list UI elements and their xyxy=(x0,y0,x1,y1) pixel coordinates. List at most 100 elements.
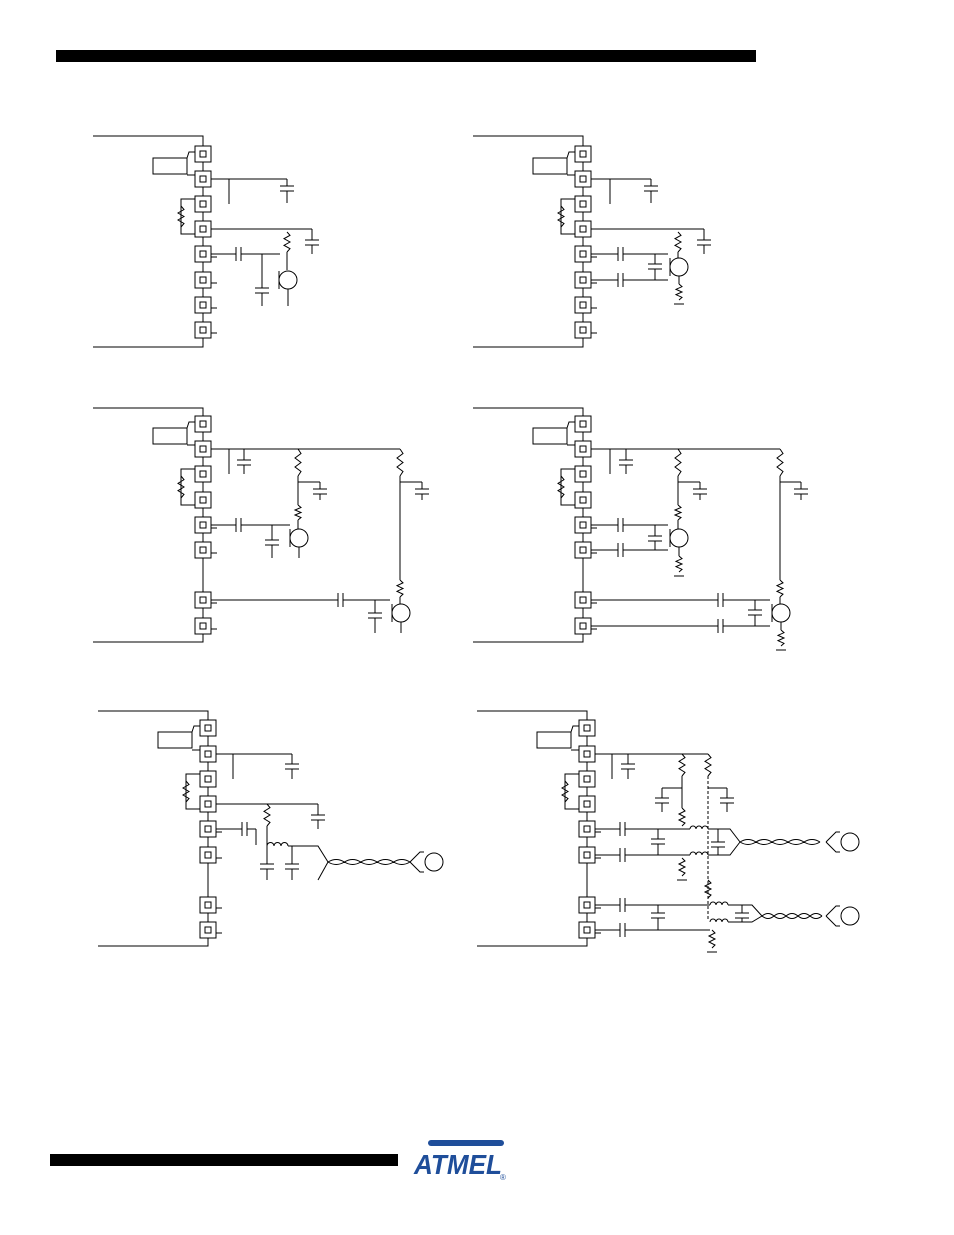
resistor xyxy=(264,804,270,826)
pin-box xyxy=(200,847,216,863)
pin-box xyxy=(195,416,211,432)
footer-rule xyxy=(50,1154,398,1166)
oscillator-box xyxy=(533,428,567,444)
resistor xyxy=(778,630,784,646)
atmel-logo: ATMEL ® xyxy=(410,1136,510,1184)
package-outline xyxy=(473,408,583,424)
circuit-4 xyxy=(473,408,808,650)
microphone-icon xyxy=(670,258,688,276)
pin-box xyxy=(195,492,211,508)
package-outline xyxy=(93,626,203,642)
package-outline xyxy=(473,330,583,347)
resistor xyxy=(397,449,403,476)
pin-box xyxy=(575,517,591,533)
pin-box xyxy=(575,416,591,432)
pin-box xyxy=(200,746,216,762)
oscillator-box xyxy=(533,158,567,174)
circuit-1 xyxy=(93,136,319,347)
pin-box xyxy=(195,246,211,262)
pin-box xyxy=(200,821,216,837)
pin-box xyxy=(579,746,595,762)
pin-box xyxy=(575,146,591,162)
pin-box xyxy=(195,322,211,338)
pin-box xyxy=(195,517,211,533)
resistor xyxy=(679,858,685,876)
circuit-3 xyxy=(93,408,429,642)
pin-box xyxy=(575,441,591,457)
wire xyxy=(306,846,328,862)
atmel-logo-mark: ATMEL ® xyxy=(413,1140,506,1182)
pin-box xyxy=(195,466,211,482)
plug xyxy=(826,916,840,926)
pin-box xyxy=(195,171,211,187)
pin-box xyxy=(579,897,595,913)
cable-strand xyxy=(328,862,410,865)
registered-mark: ® xyxy=(500,1173,506,1182)
pin-box xyxy=(575,221,591,237)
cable-strand xyxy=(762,916,822,919)
pin-box xyxy=(200,796,216,812)
resistor xyxy=(679,808,685,826)
pin-box xyxy=(195,196,211,212)
pin-box xyxy=(575,322,591,338)
pin-box xyxy=(575,171,591,187)
microphone-icon xyxy=(425,853,443,871)
package-outline xyxy=(93,330,203,347)
resistor xyxy=(709,930,715,948)
wire xyxy=(728,916,762,922)
pin-box xyxy=(575,466,591,482)
wire xyxy=(708,842,740,855)
resistor xyxy=(675,449,681,476)
pin-box xyxy=(575,492,591,508)
wire xyxy=(567,422,575,428)
pin-box xyxy=(195,618,211,634)
pin-box xyxy=(575,592,591,608)
pin-box xyxy=(200,720,216,736)
cable-strand xyxy=(762,914,822,917)
wire xyxy=(567,152,575,158)
microphone-icon xyxy=(772,604,790,622)
wire xyxy=(318,862,328,880)
resistor xyxy=(777,449,783,476)
wire xyxy=(192,726,200,732)
pin-box xyxy=(195,297,211,313)
package-outline xyxy=(98,930,208,946)
pin-box xyxy=(575,542,591,558)
resistor xyxy=(397,580,403,597)
resistor xyxy=(295,505,301,520)
inductor xyxy=(267,843,288,847)
resistor xyxy=(284,232,290,252)
pin-box xyxy=(200,922,216,938)
plug xyxy=(410,852,424,862)
microphone-icon xyxy=(290,529,308,547)
resistor xyxy=(679,754,685,776)
wire xyxy=(187,422,195,428)
wire xyxy=(571,726,579,732)
microphone-icon xyxy=(670,529,688,547)
package-outline xyxy=(473,626,583,642)
package-outline xyxy=(93,136,203,154)
inductor xyxy=(710,919,728,922)
resistor xyxy=(676,556,682,572)
plug xyxy=(410,862,424,872)
pin-box xyxy=(200,771,216,787)
pin-box xyxy=(195,146,211,162)
inductor xyxy=(690,852,708,855)
resistor xyxy=(777,580,783,597)
logo-text: ATMEL xyxy=(413,1149,502,1180)
resistor xyxy=(676,284,682,300)
pin-box xyxy=(195,592,211,608)
circuit-6 xyxy=(477,711,859,952)
pin-box xyxy=(579,796,595,812)
pin-box xyxy=(579,922,595,938)
pin-box xyxy=(195,542,211,558)
wire xyxy=(187,152,195,158)
microphone-icon xyxy=(841,833,859,851)
plug xyxy=(826,842,840,852)
cable-strand xyxy=(740,842,820,845)
pin-box xyxy=(195,221,211,237)
package-outline xyxy=(473,136,583,154)
microphone-icon xyxy=(841,907,859,925)
package-outline xyxy=(477,930,587,946)
pin-box xyxy=(575,246,591,262)
